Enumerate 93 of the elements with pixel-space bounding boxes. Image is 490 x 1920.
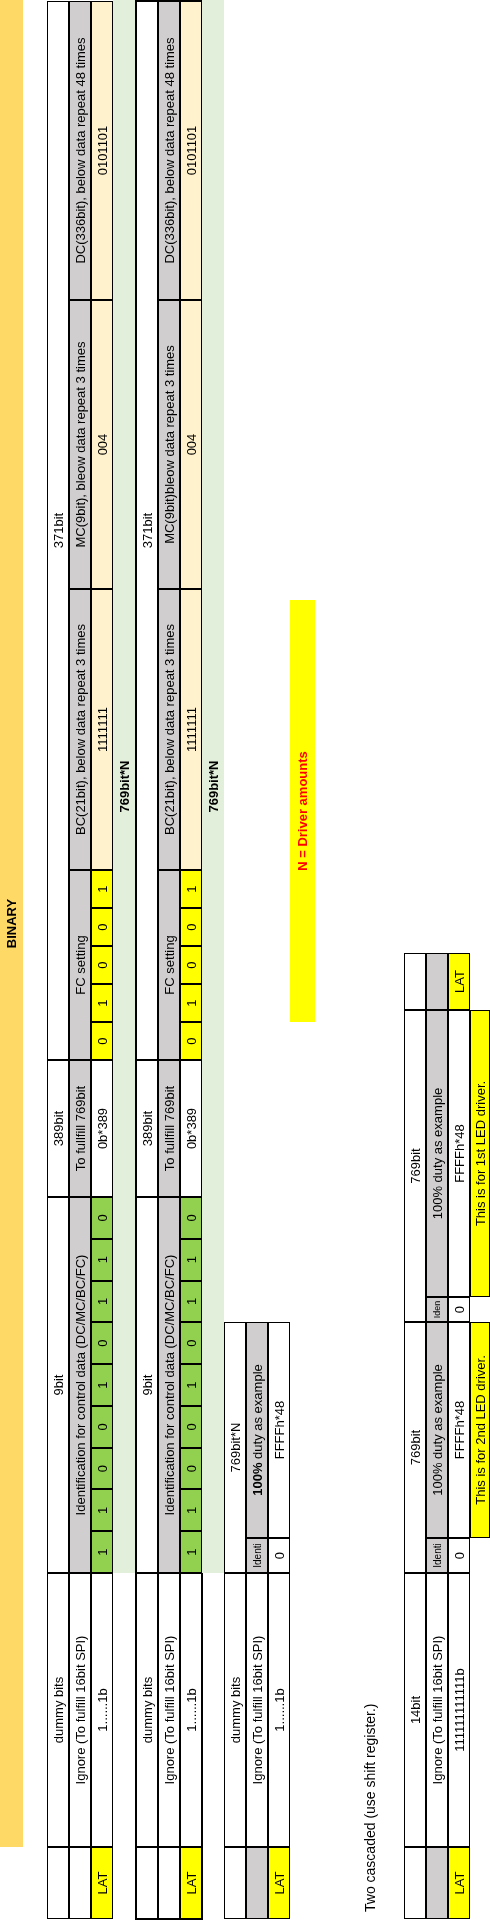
header-cell: dummy bits	[224, 1573, 246, 1847]
table-cell: LAT	[448, 953, 470, 1010]
table-cell: 0101101	[180, 1, 202, 300]
table-cell: Identi	[246, 1538, 268, 1573]
table-cell: 004	[91, 300, 113, 589]
bit-cell: 0	[91, 1197, 113, 1239]
table-cell: MC(9bit), bleow data repeat 3 times	[69, 300, 91, 589]
bit-cell: 1	[180, 1531, 202, 1573]
bit-cell: 1	[91, 1489, 113, 1532]
table-cell: To fullfill 769bit	[69, 1060, 91, 1197]
table-cell: 0	[268, 1538, 290, 1573]
table-cell: 100% duty as example	[426, 1010, 448, 1297]
header-cell: 769bit	[404, 1010, 426, 1322]
table-cell: 0	[448, 1538, 470, 1573]
table-cell: 004	[180, 300, 202, 589]
bit-cell: 1	[91, 984, 113, 1022]
table-cell: Ignore (To fulfill 16bit SPI)	[246, 1573, 268, 1847]
table-cell: Identification for control data (DC/MC/BC/FC)	[158, 1197, 180, 1573]
summary-band: 769bit*N	[202, 0, 224, 1573]
header-cell: 9bit	[47, 1197, 69, 1573]
bit-cell: 0	[91, 946, 113, 984]
header-cell: 769bit	[404, 1322, 426, 1573]
header-cell: 371bit	[47, 1, 69, 1060]
table-cell: Ignore (To fulfill 16bit SPI)	[426, 1573, 448, 1847]
bit-cell: 0	[91, 1322, 113, 1365]
table-cell: Identi	[426, 1538, 448, 1573]
header-cell: 371bit	[136, 1, 158, 1060]
table-cell: DC(336bit), below data repeat 48 times	[158, 1, 180, 300]
bit-cell: 1	[180, 1238, 202, 1281]
bit-cell: 1	[91, 1238, 113, 1281]
note-band: N = Driver amounts	[290, 600, 315, 1022]
note-text: Two cascaded (use shift register.)	[361, 1702, 379, 1912]
table-cell: Ignore (To fulfill 16bit SPI)	[69, 1573, 91, 1847]
bit-cell: 1	[180, 1489, 202, 1532]
table-cell: 0101101	[91, 1, 113, 300]
bit-cell: 0	[180, 946, 202, 984]
bit-cell: 1	[180, 1364, 202, 1406]
bit-cell: 1	[91, 1531, 113, 1573]
bit-cell: 0	[180, 1447, 202, 1490]
table-cell: 0b*389	[91, 1060, 113, 1197]
title-band: BINARY	[0, 0, 23, 1847]
header-cell: dummy bits	[47, 1573, 69, 1847]
table-cell: LAT	[268, 1847, 290, 1919]
bit-cell: 1	[180, 1280, 202, 1323]
summary-band: 769bit*N	[113, 0, 135, 1573]
table-cell: DC(336bit), below data repeat 48 times	[69, 1, 91, 300]
table-cell: LAT	[180, 1847, 202, 1919]
bit-cell: 0	[180, 1322, 202, 1365]
table-cell: LAT	[91, 1847, 113, 1919]
bit-cell: 1	[180, 984, 202, 1022]
header-cell: 389bit	[47, 1060, 69, 1197]
header-cell: 389bit	[136, 1060, 158, 1197]
bit-cell: 0	[91, 908, 113, 946]
note-band: This is for 1st LED driver.	[470, 1010, 490, 1297]
table-cell: 0b*389	[180, 1060, 202, 1197]
note-band: This is for 2nd LED driver.	[470, 1322, 490, 1538]
bit-cell: 1	[180, 870, 202, 908]
table-cell: 1111111	[91, 589, 113, 870]
table-cell: 1......1b	[180, 1573, 202, 1847]
table-cell: MC(9bit)bleow data repeat 3 times	[158, 300, 180, 589]
table-cell: BC(21bit), below data repeat 3 times	[158, 589, 180, 870]
header-cell: 9bit	[136, 1197, 158, 1573]
bit-cell: 0	[180, 1197, 202, 1239]
bit-cell: 0	[180, 908, 202, 946]
table-cell: LAT	[448, 1847, 470, 1919]
table-cell: Ignore (To fulfill 16bit SPI)	[158, 1573, 180, 1847]
table-cell: Iden	[426, 1297, 448, 1322]
table-cell: 1......1b	[91, 1573, 113, 1847]
bit-cell: 0	[91, 1405, 113, 1448]
table-cell: FFFFh*48	[448, 1322, 470, 1538]
table-cell: BC(21bit), below data repeat 3 times	[69, 589, 91, 870]
table-cell: 100% duty as example	[246, 1322, 268, 1538]
table-cell: FC setting	[69, 870, 91, 1060]
table-cell: To fullfill 769bit	[158, 1060, 180, 1197]
table-cell: 1111111	[180, 589, 202, 870]
header-cell: 769bit*N	[224, 1322, 246, 1573]
table-cell: FFFFh*48	[448, 1010, 470, 1297]
table-cell: FC setting	[158, 870, 180, 1060]
bit-cell: 0	[91, 1022, 113, 1060]
bit-cell: 1	[91, 1280, 113, 1323]
bit-cell: 1	[91, 1364, 113, 1406]
table-cell: 111111111111b	[448, 1573, 470, 1847]
table-cell: 1......1b	[268, 1573, 290, 1847]
table-cell: 100% duty as example	[426, 1322, 448, 1538]
header-cell: 14bit	[404, 1573, 426, 1847]
bit-cell: 1	[91, 870, 113, 908]
header-cell: dummy bits	[136, 1573, 158, 1847]
table-cell: FFFFh*48	[268, 1322, 290, 1538]
bit-cell: 0	[180, 1405, 202, 1448]
bit-cell: 0	[91, 1447, 113, 1490]
table-cell: Identification for control data (DC/MC/BC/FC)	[69, 1197, 91, 1573]
bit-cell: 0	[180, 1022, 202, 1060]
table-cell: 0	[448, 1297, 470, 1322]
